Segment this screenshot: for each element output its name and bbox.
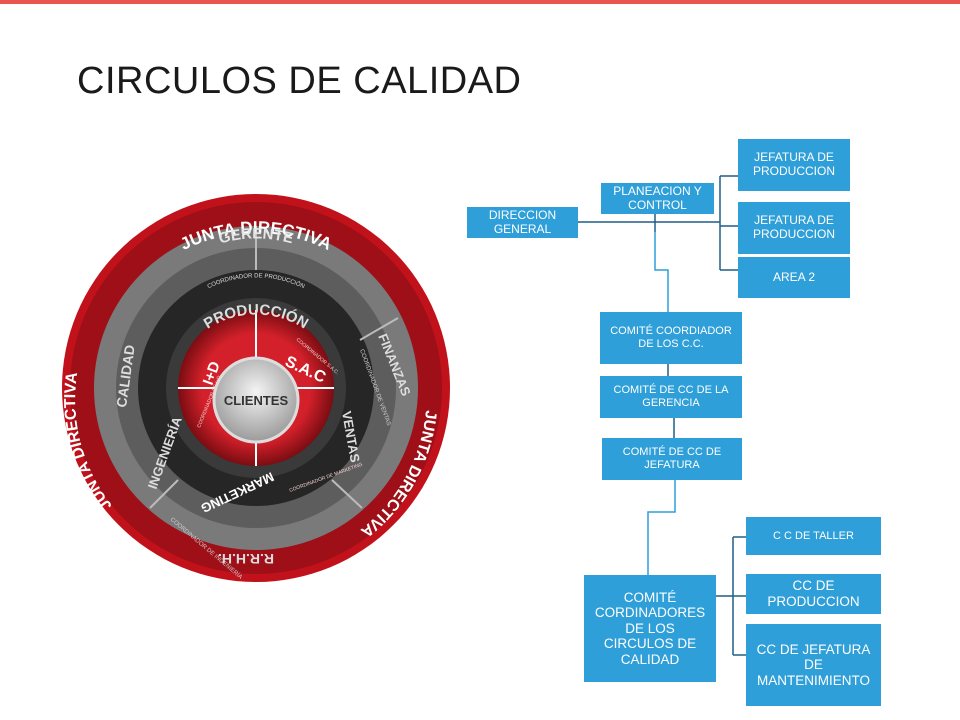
jefatura-produccion-label-2: JEFATURA DE PRODUCCION [752,213,835,241]
comite-gerencia-label: COMITÉ DE CC DE LA GERENCIA [613,384,729,409]
cc-mantenimiento-box: CC DE JEFATURA DE MANTENIMIENTO [746,624,881,706]
direccion-general-label: DIRECCION GENERAL [488,207,557,236]
comite-circulos-label: COMITÉ CORDINADORES DE LOS CIRCULOS DE C… [594,589,706,667]
comite-coordinador-label: COMITÉ COORDIADOR DE LOS C.C. [610,325,732,350]
comite-jefatura-label: COMITÉ DE CC DE JEFATURA [622,446,722,471]
comite-jefatura-box: COMITÉ DE CC DE JEFATURA [602,438,742,480]
wheel-label-gerente: GERENTE [217,225,295,247]
comite-gerencia-box: COMITÉ DE CC DE LA GERENCIA [600,376,742,418]
cc-taller-label: C C DE TALLER [773,529,854,542]
comite-coordinador-box: COMITÉ COORDIADOR DE LOS C.C. [600,312,742,364]
comite-circulos-box: COMITÉ CORDINADORES DE LOS CIRCULOS DE C… [584,575,716,682]
organization-wheel: JUNTA DIRECTIVA GERENTE COORDINADOR DE P… [62,194,450,582]
top-accent-bar [0,0,960,4]
area-2-box: AREA 2 [738,257,850,298]
planeacion-control-box: PLANEACION Y CONTROL [601,183,714,214]
cc-produccion-label: CC DE PRODUCCION [767,578,860,609]
slide-title: CIRCULOS DE CALIDAD [77,60,522,102]
planeacion-control-label: PLANEACION Y CONTROL [613,183,702,212]
cc-taller-box: C C DE TALLER [746,517,881,555]
jefatura-produccion-box-2: JEFATURA DE PRODUCCION [738,202,850,254]
cc-mantenimiento-label: CC DE JEFATURA DE MANTENIMIENTO [756,641,871,688]
wheel-label-rrhh: R.R.H.H. [218,551,274,567]
direccion-general-box: DIRECCION GENERAL [467,207,578,238]
cc-produccion-box: CC DE PRODUCCION [746,574,881,614]
jefatura-produccion-label-1: JEFATURA DE PRODUCCION [752,150,835,178]
area-2-label: AREA 2 [772,269,816,284]
jefatura-produccion-box-1: JEFATURA DE PRODUCCION [738,139,850,191]
clientes-core [212,356,300,444]
wheel-label-clientes: CLIENTES [224,393,289,408]
